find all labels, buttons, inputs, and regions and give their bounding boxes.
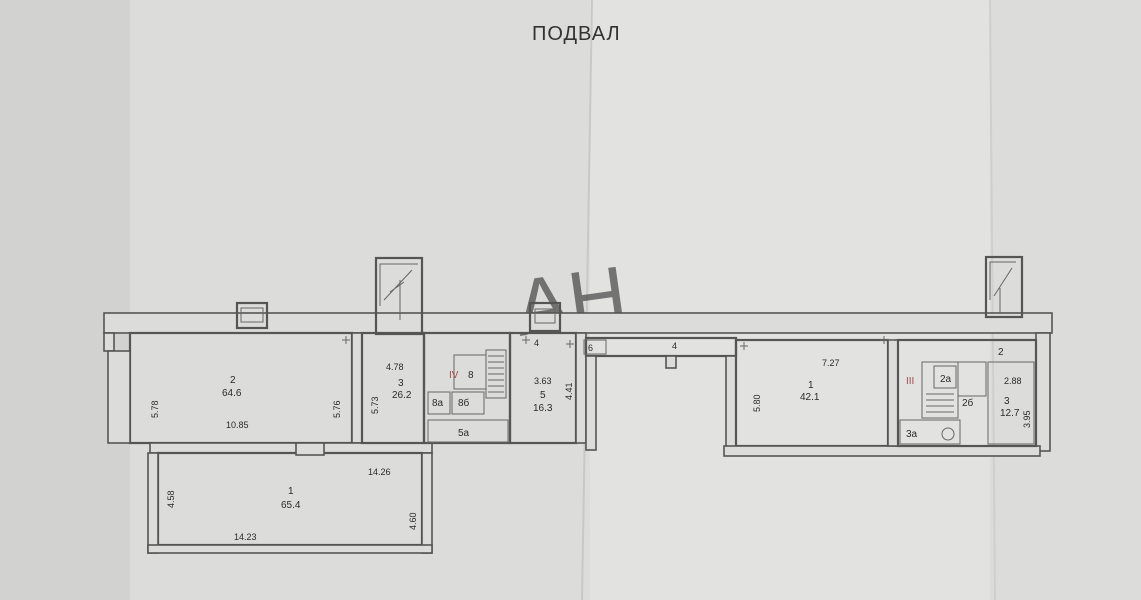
dim-10-85: 10.85 bbox=[226, 420, 249, 430]
room-2b-label: 2б bbox=[962, 397, 974, 409]
room-2-area: 64.6 bbox=[222, 388, 242, 399]
room-1-area: 65.4 bbox=[281, 500, 301, 511]
dim-7-27: 7.27 bbox=[822, 358, 840, 368]
room-8b-label: 8б bbox=[458, 397, 470, 409]
room-3-area: 26.2 bbox=[392, 390, 412, 401]
stair-block-iv: IV 8 8а 8б 5а bbox=[422, 331, 512, 445]
dim-14-26: 14.26 bbox=[368, 467, 391, 477]
room-8-label: 8 bbox=[468, 370, 474, 381]
room-3-right-number: 3 bbox=[1004, 396, 1010, 407]
page-title: ПОДВАЛ bbox=[532, 23, 621, 45]
room-1-right-area: 42.1 bbox=[800, 392, 820, 403]
room-5: 4 3.63 5 16.3 4.41 bbox=[508, 331, 587, 445]
dim-4-78: 4.78 bbox=[386, 362, 404, 372]
room-1-number: 1 bbox=[288, 486, 294, 497]
stair-block-iii: III 2а 2б 3а 2 2.88 3 12.7 3.95 bbox=[896, 338, 1038, 448]
roman-iv: IV bbox=[449, 370, 459, 381]
room-5-area: 16.3 bbox=[533, 403, 553, 414]
room-1-bottom: 1 65.4 14.26 4.58 4.60 14.23 bbox=[147, 442, 433, 554]
room-2-number: 2 bbox=[230, 375, 236, 386]
room-8a-label: 8а bbox=[432, 398, 444, 409]
dim-5-73: 5.73 bbox=[370, 396, 380, 414]
dim-4-58: 4.58 bbox=[166, 490, 176, 508]
door-markers bbox=[342, 336, 894, 350]
roman-iii: III bbox=[906, 376, 914, 387]
room-3-number: 3 bbox=[398, 378, 404, 389]
entrance-structures bbox=[235, 255, 1024, 336]
dim-14-23: 14.23 bbox=[234, 532, 257, 542]
room-4-corridor-label: 4 bbox=[672, 341, 677, 351]
dim-5-80: 5.80 bbox=[752, 394, 762, 412]
dim-2-88: 2.88 bbox=[1004, 376, 1022, 386]
dim-4-41: 4.41 bbox=[564, 382, 574, 400]
room-3a-label: 3а bbox=[906, 429, 918, 440]
room-2a-label: 2а bbox=[940, 374, 952, 385]
room-1-right: 7.27 1 42.1 5.80 bbox=[723, 338, 1041, 457]
room-5-number: 5 bbox=[540, 390, 546, 401]
watermark: AH bbox=[510, 249, 632, 353]
room-4-door-label: 4 bbox=[534, 338, 539, 348]
room-2-right-label: 2 bbox=[998, 347, 1004, 358]
dim-5-76: 5.76 bbox=[332, 400, 342, 418]
room-5a-label: 5а bbox=[458, 428, 470, 439]
dim-4-60: 4.60 bbox=[408, 512, 418, 530]
dim-3-95: 3.95 bbox=[1022, 410, 1032, 428]
room-2-left: 2 64.6 5.78 5.76 10.85 bbox=[107, 331, 363, 445]
dim-5-78: 5.78 bbox=[150, 400, 160, 418]
dim-3-63: 3.63 bbox=[534, 376, 552, 386]
room-6-label: 6 bbox=[588, 343, 593, 353]
room-1-right-number: 1 bbox=[808, 380, 814, 391]
room-3-right-area: 12.7 bbox=[1000, 408, 1020, 419]
